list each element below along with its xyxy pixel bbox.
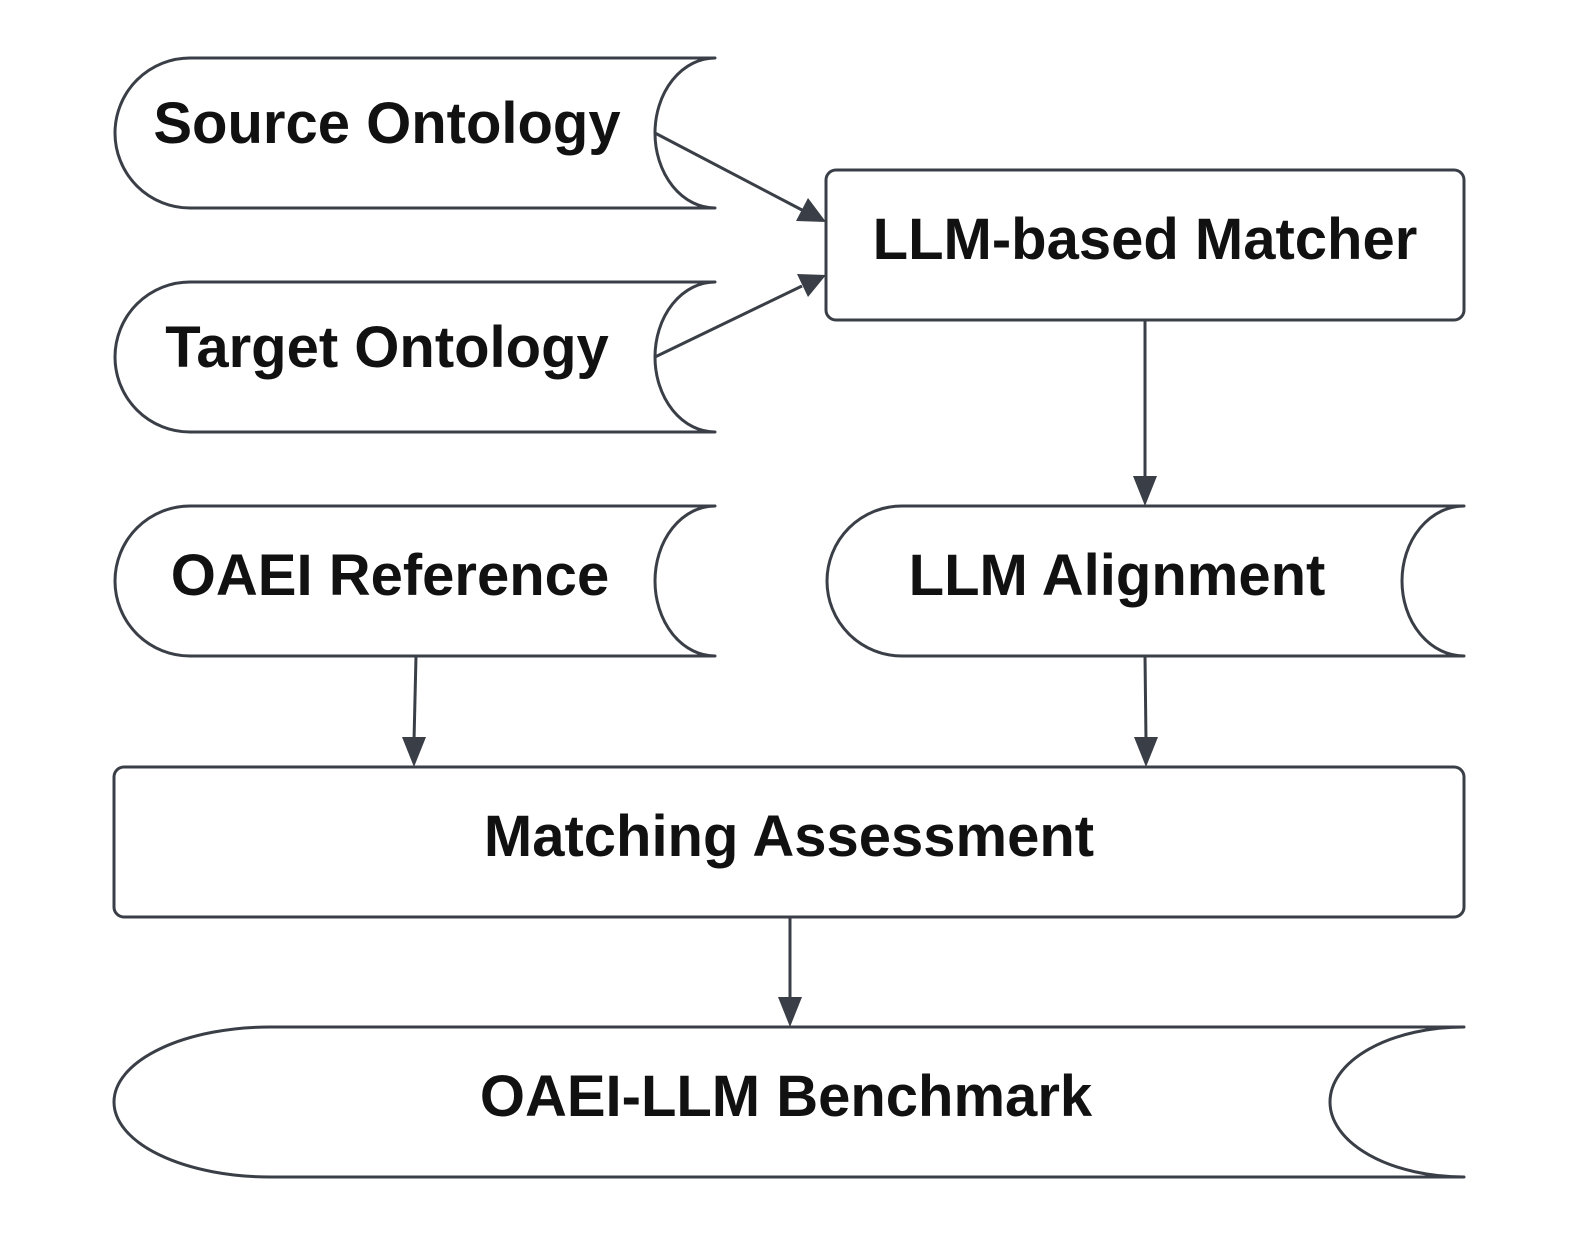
node-label: OAEI Reference [171,543,609,608]
node-llm-alignment[interactable]: LLM Alignment [825,504,1466,658]
edge-source-to-matcher [654,131,826,222]
node-llm-based-matcher[interactable]: LLM-based Matcher [824,168,1466,322]
edge-matcher-to-alignment [1133,320,1157,506]
node-label: Target Ontology [165,315,609,380]
node-target-ontology[interactable]: Target Ontology [113,280,717,434]
node-label: Source Ontology [153,91,620,156]
node-label: LLM-based Matcher [873,207,1418,272]
edge-target-to-matcher [654,274,826,359]
edge-alignment-to-assessment [1134,655,1158,767]
node-oaei-reference[interactable]: OAEI Reference [113,504,717,658]
edge-assessment-to-benchmark [778,917,802,1027]
edge-reference-to-assessment [402,655,426,767]
node-label: OAEI-LLM Benchmark [480,1064,1093,1129]
node-oaei-llm-benchmark[interactable]: OAEI-LLM Benchmark [112,1025,1466,1179]
node-source-ontology[interactable]: Source Ontology [113,56,717,210]
node-matching-assessment[interactable]: Matching Assessment [112,765,1466,919]
node-label: Matching Assessment [484,804,1094,869]
node-label: LLM Alignment [909,543,1326,608]
